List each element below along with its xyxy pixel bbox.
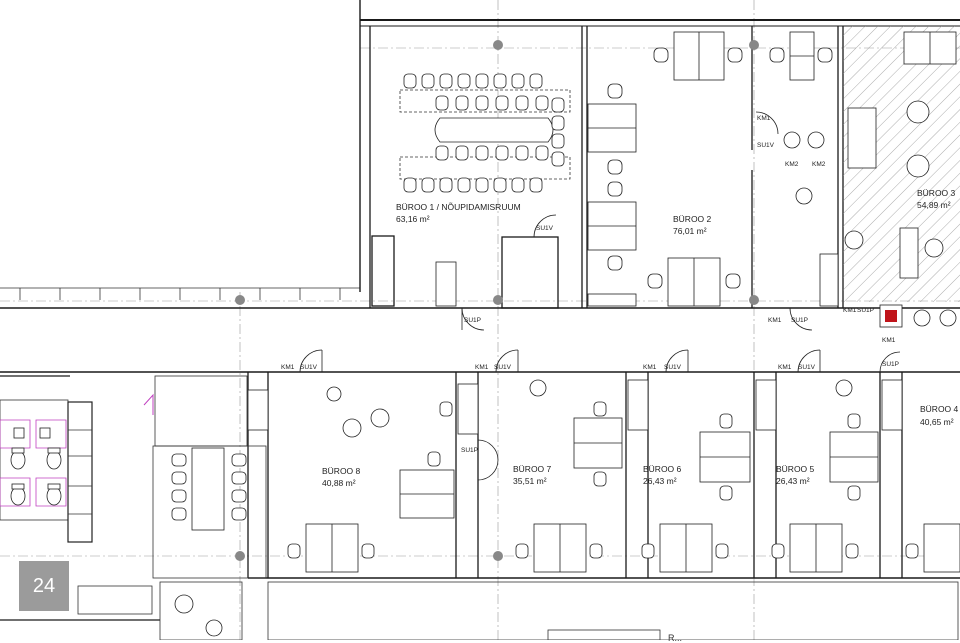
door-code: SU1V	[798, 364, 816, 371]
room-3-furniture	[844, 31, 957, 327]
room-1-name: BÜROO 1 / NÕUPIDAMISRUUM	[396, 202, 521, 212]
door-code: KM1	[768, 317, 782, 324]
door-code: SU1V	[300, 364, 318, 371]
door-code: KM2	[785, 161, 799, 168]
shafts	[247, 107, 919, 435]
page-number-badge: 24	[19, 561, 69, 611]
columns	[235, 40, 759, 561]
room-1-area: 63,16 m²	[396, 214, 430, 224]
room-2-name: BÜROO 2	[673, 214, 712, 224]
door-code: KM1	[778, 364, 792, 371]
room-7-area: 35,51 m²	[513, 476, 547, 486]
door-code: SU1V	[757, 142, 775, 149]
door-code: KM1	[843, 307, 857, 314]
door-code: KM1	[757, 115, 771, 122]
room-4-name: BÜROO 4	[920, 404, 959, 414]
room-5-name: BÜROO 5	[776, 464, 815, 474]
door-code: SU1V	[494, 364, 512, 371]
door-code: SU1P	[791, 317, 808, 324]
room-8-area: 40,88 m²	[322, 478, 356, 488]
door-code: KM1	[281, 364, 295, 371]
door-code: SU1P	[464, 317, 481, 324]
door-code: SU1P	[461, 447, 478, 454]
exterior-block	[0, 0, 361, 300]
door-code: KM1	[475, 364, 489, 371]
door-code-labels: SU1V KM1 SU1V KM2 KM2 SU1P KM1 SU1P KM1 …	[281, 115, 899, 454]
conference-furniture	[399, 73, 571, 193]
legend-fragment: R...	[668, 633, 683, 643]
room-7-name: BÜROO 7	[513, 464, 552, 474]
room-3-area: 54,89 m²	[917, 200, 951, 210]
room-8-name: BÜROO 8	[322, 466, 361, 476]
room-labels: BÜROO 1 / NÕUPIDAMISRUUM 63,16 m² BÜROO …	[322, 188, 959, 488]
room-3-name: BÜROO 3	[917, 188, 956, 198]
room-2-area: 76,01 m²	[673, 226, 707, 236]
room-6-name: BÜROO 6	[643, 464, 682, 474]
room-2-furniture	[587, 31, 833, 307]
toilets	[0, 419, 67, 507]
doors	[299, 111, 901, 481]
door-code: SU1P	[857, 307, 874, 314]
room-4-area: 40,65 m²	[920, 417, 954, 427]
door-code: KM1	[882, 337, 896, 344]
door-code: SU1P	[882, 361, 899, 368]
door-code: KM1	[643, 364, 657, 371]
door-code: KM2	[812, 161, 826, 168]
door-code: SU1V	[664, 364, 682, 371]
room-6-area: 26,43 m²	[643, 476, 677, 486]
room-5-area: 26,43 m²	[776, 476, 810, 486]
door-code: SU1V	[536, 225, 554, 232]
lower-rooms-furniture	[171, 379, 960, 637]
lower-left-wing	[0, 375, 959, 640]
